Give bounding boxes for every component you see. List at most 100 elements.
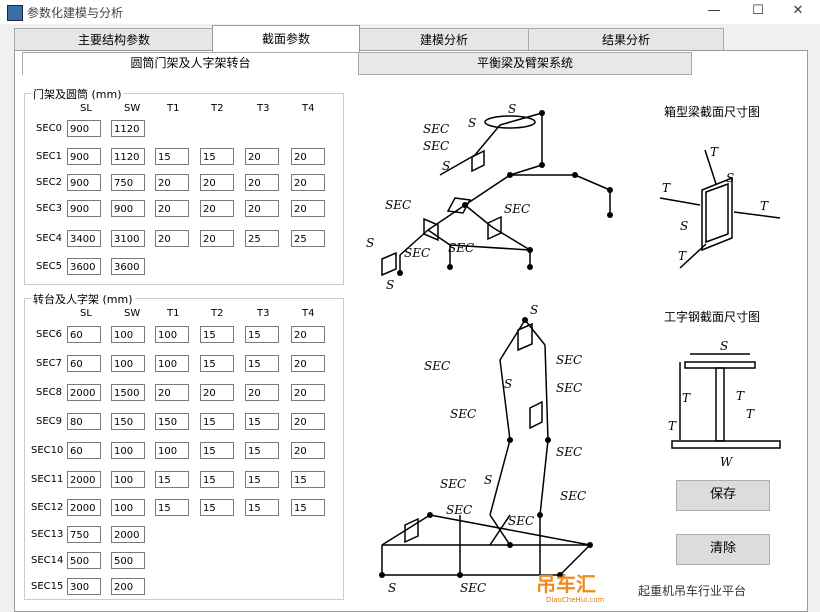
- param-input[interactable]: 20: [291, 174, 325, 191]
- param-input[interactable]: 15: [245, 471, 279, 488]
- param-input[interactable]: 15: [291, 499, 325, 516]
- param-input[interactable]: 20: [291, 326, 325, 343]
- param-input[interactable]: 3400: [67, 230, 101, 247]
- param-input[interactable]: 25: [291, 230, 325, 247]
- param-input[interactable]: 100: [111, 471, 145, 488]
- param-input[interactable]: 20: [245, 174, 279, 191]
- param-input[interactable]: 20: [291, 442, 325, 459]
- param-input[interactable]: 15: [200, 499, 234, 516]
- param-input[interactable]: 20: [245, 200, 279, 217]
- param-input[interactable]: 2000: [111, 526, 145, 543]
- param-input[interactable]: 20: [155, 384, 189, 401]
- param-input[interactable]: 20: [291, 413, 325, 430]
- close-button[interactable]: ✕: [792, 3, 804, 18]
- param-input[interactable]: 900: [67, 120, 101, 137]
- param-input[interactable]: 15: [291, 471, 325, 488]
- param-input[interactable]: 15: [155, 471, 189, 488]
- param-input[interactable]: 150: [155, 413, 189, 430]
- param-input[interactable]: 900: [67, 148, 101, 165]
- param-input[interactable]: 20: [155, 174, 189, 191]
- param-input[interactable]: 20: [200, 230, 234, 247]
- param-input[interactable]: 2000: [67, 499, 101, 516]
- param-input[interactable]: 20: [245, 384, 279, 401]
- param-input[interactable]: 20: [291, 148, 325, 165]
- param-input[interactable]: 15: [245, 442, 279, 459]
- param-input[interactable]: 1500: [111, 384, 145, 401]
- minimize-button[interactable]: —: [707, 3, 721, 18]
- param-input[interactable]: 1120: [111, 148, 145, 165]
- param-input[interactable]: 100: [155, 355, 189, 372]
- row-label: SEC3: [36, 203, 63, 214]
- turntable-group-title: 转台及人字架 (mm): [31, 291, 135, 307]
- param-input[interactable]: 900: [67, 200, 101, 217]
- param-input[interactable]: 25: [245, 230, 279, 247]
- row-label: SEC6: [36, 329, 63, 340]
- param-input[interactable]: 15: [200, 148, 234, 165]
- param-input[interactable]: 20: [155, 230, 189, 247]
- param-input[interactable]: 2000: [67, 471, 101, 488]
- tab-main-params[interactable]: 主要结构参数: [14, 28, 214, 51]
- param-input[interactable]: 15: [200, 442, 234, 459]
- param-input[interactable]: 3600: [111, 258, 145, 275]
- param-input[interactable]: 20: [245, 148, 279, 165]
- param-input[interactable]: 15: [200, 355, 234, 372]
- param-input[interactable]: 200: [111, 578, 145, 595]
- param-input[interactable]: 100: [111, 499, 145, 516]
- param-input[interactable]: 750: [111, 174, 145, 191]
- tab-results[interactable]: 结果分析: [528, 28, 724, 51]
- param-input[interactable]: 100: [111, 355, 145, 372]
- param-input[interactable]: 500: [67, 552, 101, 569]
- param-input[interactable]: 20: [200, 174, 234, 191]
- param-input[interactable]: 15: [200, 413, 234, 430]
- param-input[interactable]: 15: [245, 499, 279, 516]
- param-input[interactable]: 100: [111, 442, 145, 459]
- param-input[interactable]: 20: [291, 355, 325, 372]
- param-input[interactable]: 300: [67, 578, 101, 595]
- param-input[interactable]: 3100: [111, 230, 145, 247]
- param-input[interactable]: 60: [67, 442, 101, 459]
- param-input[interactable]: 500: [111, 552, 145, 569]
- i-beam-title: 工字钢截面尺寸图: [664, 310, 761, 324]
- param-input[interactable]: 15: [245, 326, 279, 343]
- tab-section-params[interactable]: 截面参数: [212, 25, 360, 52]
- param-input[interactable]: 20: [291, 200, 325, 217]
- param-input[interactable]: 20: [200, 384, 234, 401]
- param-input[interactable]: 3600: [67, 258, 101, 275]
- row-label: SEC2: [36, 177, 63, 188]
- param-input[interactable]: 15: [155, 148, 189, 165]
- param-input[interactable]: 15: [200, 326, 234, 343]
- param-input[interactable]: 150: [111, 413, 145, 430]
- param-input[interactable]: 15: [245, 413, 279, 430]
- param-input[interactable]: 15: [155, 499, 189, 516]
- param-input[interactable]: 1120: [111, 120, 145, 137]
- box-beam-title: 箱型梁截面尺寸图: [664, 105, 761, 119]
- param-input[interactable]: 20: [291, 384, 325, 401]
- maximize-button[interactable]: ☐: [752, 3, 764, 18]
- param-input[interactable]: 20: [200, 200, 234, 217]
- param-input[interactable]: 60: [67, 326, 101, 343]
- param-input[interactable]: 900: [111, 200, 145, 217]
- svg-text:SEC: SEC: [556, 381, 582, 395]
- param-input[interactable]: 15: [200, 471, 234, 488]
- param-input[interactable]: 900: [67, 174, 101, 191]
- col-header: T3: [257, 308, 270, 319]
- clear-button[interactable]: 清除: [676, 534, 770, 565]
- subtab-balance-beam[interactable]: 平衡梁及臂架系统: [358, 52, 692, 75]
- param-input[interactable]: 100: [155, 442, 189, 459]
- param-input[interactable]: 80: [67, 413, 101, 430]
- svg-text:S: S: [366, 236, 374, 250]
- save-button[interactable]: 保存: [676, 480, 770, 511]
- param-input[interactable]: 100: [111, 326, 145, 343]
- param-input[interactable]: 750: [67, 526, 101, 543]
- i-beam-figure: ST TT TW: [668, 339, 781, 469]
- tab-modeling[interactable]: 建模分析: [358, 28, 530, 51]
- svg-text:SEC: SEC: [448, 241, 474, 255]
- param-input[interactable]: 20: [155, 200, 189, 217]
- param-input[interactable]: 15: [245, 355, 279, 372]
- param-input[interactable]: 60: [67, 355, 101, 372]
- col-header: T1: [167, 103, 180, 114]
- subtab-gantry[interactable]: 圆筒门架及人字架转台: [22, 52, 359, 75]
- param-input[interactable]: 100: [155, 326, 189, 343]
- row-label: SEC11: [31, 474, 64, 485]
- param-input[interactable]: 2000: [67, 384, 101, 401]
